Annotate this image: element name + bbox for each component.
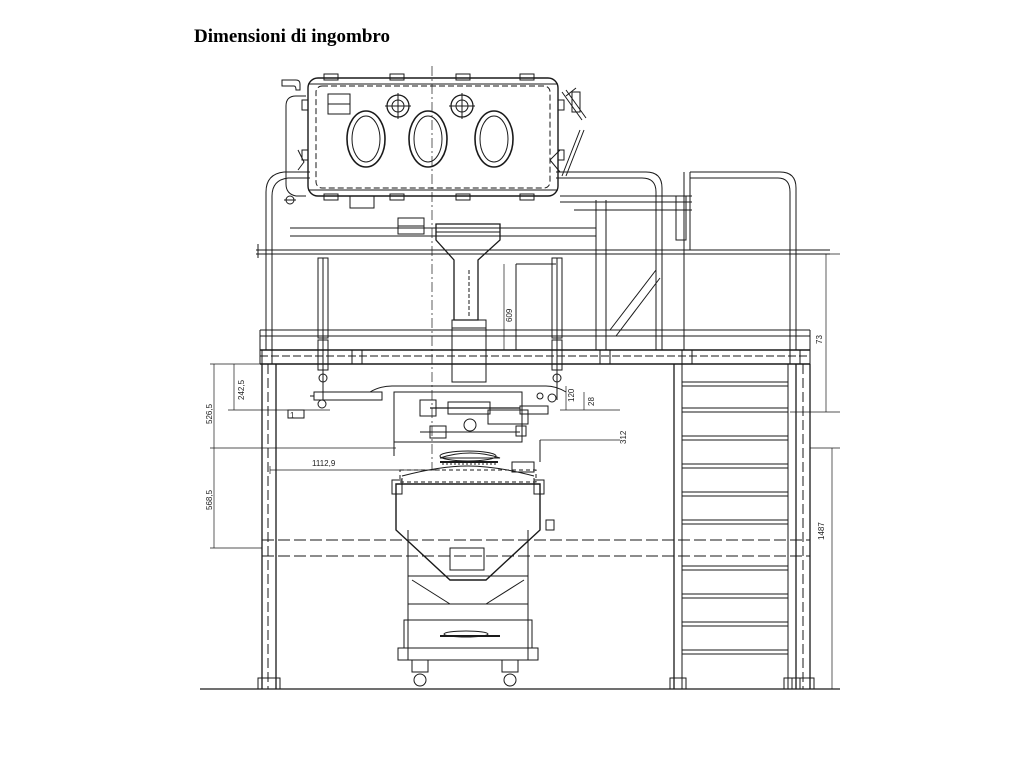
dim-label-242-5: 242,5 [237, 379, 246, 400]
glove-port-center [408, 110, 448, 168]
dim-label-568-5: 568,5 [205, 489, 214, 510]
suspension-rods [317, 257, 563, 400]
exhaust-pipe [281, 79, 306, 197]
dim-label-526-5: 526,5 [205, 403, 214, 424]
dim-label-28: 28 [587, 397, 596, 406]
dim-label-1112-9: 1112,9 [312, 459, 336, 468]
dim-label-1487: 1487 [817, 522, 826, 540]
access-ladder [560, 195, 692, 350]
lever-mechanism [549, 87, 587, 177]
platform-deck [259, 329, 811, 365]
transfer-chute [435, 223, 501, 383]
dim-label-small: 1 [290, 411, 295, 420]
dim-label-120: 120 [567, 388, 576, 402]
glove-port-left [346, 110, 386, 168]
rotary-valve-right [449, 93, 475, 119]
page-title: Dimensioni di ingombro [194, 26, 391, 47]
discharge-station [287, 385, 567, 462]
dim-label-73: 73 [815, 335, 824, 344]
glove-port-right [474, 110, 514, 168]
ibc-container [391, 450, 555, 687]
isolator-glovebox [301, 73, 565, 235]
staircase [669, 364, 801, 690]
rotary-valve-left [385, 93, 411, 119]
dimension-lines [210, 253, 840, 689]
handrail-upper [265, 171, 310, 350]
support-columns [257, 364, 815, 690]
dim-label-312: 312 [619, 430, 628, 444]
dim-label-609: 609 [505, 308, 514, 322]
